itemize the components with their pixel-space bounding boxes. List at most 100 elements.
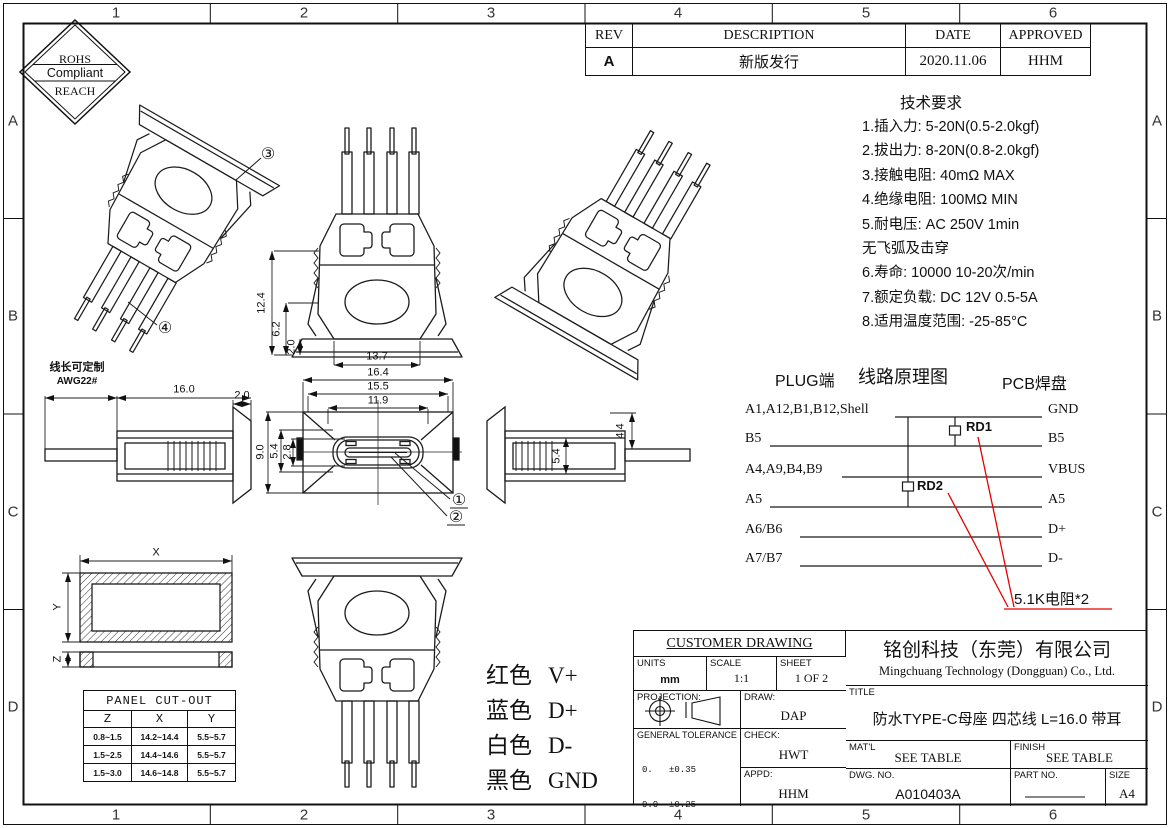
- tech-line: 无飞弧及击穿: [862, 241, 949, 257]
- tech-line: 4.绝缘电阻: 100MΩ MIN: [862, 192, 1018, 208]
- appd-cell: APPD: HHM: [744, 769, 809, 801]
- resistor-label-rd1: RD1: [966, 419, 993, 434]
- table-row: 1.5~3.0 14.6~14.8 5.5~5.7: [83, 763, 236, 782]
- zone-col: 2: [299, 806, 309, 824]
- legend-signal: D+: [548, 698, 578, 723]
- approved-header: APPROVED: [1000, 23, 1091, 48]
- callout-4: ④: [157, 320, 173, 337]
- plug-label: B5: [745, 431, 762, 446]
- zone-col: 1: [111, 806, 121, 824]
- table-row: 0.8~1.5 14.2~14.4 5.5~5.7: [83, 727, 236, 746]
- tech-line: 5.耐电压: AC 250V 1min: [862, 217, 1020, 233]
- date-value: 2020.11.06: [905, 47, 1001, 76]
- callout-3: ③: [260, 146, 276, 163]
- schematic-lines: [770, 416, 1042, 567]
- pcb-label: VBUS: [1048, 462, 1086, 477]
- pcb-label: A5: [1048, 492, 1066, 507]
- title-cell: TITLE 防水TYPE-C母座 四芯线 L=16.0 带耳: [846, 686, 1148, 741]
- tolerance-cell: GENERAL TOLERANCE 0. ±0.35 0.0 ±0.25 0.0…: [634, 729, 741, 810]
- dim-label-6-2: 6.2: [270, 321, 283, 337]
- legend-color: 蓝色: [486, 697, 532, 723]
- zone-row: A: [7, 112, 19, 130]
- tech-line: 3.接触电阻: 40mΩ MAX: [862, 168, 1015, 184]
- material-cell: MAT'L SEE TABLE: [846, 741, 1011, 769]
- tech-line: 2.拔出力: 8-20N(0.8-2.0kgf): [862, 143, 1040, 159]
- zone-row: A: [1151, 112, 1163, 130]
- resistor-leader-lines: [947, 436, 1112, 610]
- dim-label-11-9: 11.9: [367, 394, 389, 407]
- schematic-pcb-header: PCB焊盘: [1002, 376, 1067, 393]
- panel-cutout-table: PANEL CUT-OUT Z X Y 0.8~1.5 14.2~14.4 5.…: [83, 690, 236, 782]
- drawing-title: 防水TYPE-C母座 四芯线 L=16.0 带耳: [872, 711, 1122, 728]
- dim-label-16-0: 16.0: [173, 383, 195, 396]
- rev-header: REV: [585, 23, 633, 48]
- rev-value: A: [585, 47, 633, 76]
- legend-color: 白色: [486, 732, 532, 758]
- zone-col: 1: [111, 4, 121, 22]
- legend-row: 蓝色 D+: [486, 693, 598, 728]
- pcb-label: GND: [1048, 402, 1079, 417]
- tech-line: 7.额定负载: DC 12V 0.5-5A: [862, 290, 1038, 306]
- draw-cell: DRAW: DAP: [741, 691, 846, 729]
- customer-drawing-header: CUSTOMER DRAWING: [634, 631, 846, 657]
- legend-color: 红色: [486, 662, 532, 688]
- title-block: CUSTOMER DRAWING UNITS mm SCALE 1:1 SHEE…: [633, 630, 1148, 810]
- dim-label-9-0: 9.0: [254, 444, 267, 460]
- sheet-cell: SHEET 1 OF 2: [777, 657, 846, 691]
- rohs-badge-line3: REACH: [54, 84, 96, 98]
- dim-label-2-8: 2.8: [281, 444, 294, 460]
- zone-col: 5: [861, 4, 871, 22]
- dim-label-2-0: 2.0: [285, 339, 298, 355]
- tech-line: 6.寿命: 10000 10-20次/min: [862, 265, 1035, 281]
- plug-label: A5: [745, 492, 763, 507]
- approved-value: HHM: [1000, 47, 1091, 76]
- finish-cell: FINISH SEE TABLE: [1011, 741, 1148, 769]
- zone-row: B: [1151, 307, 1163, 325]
- zone-row: C: [1151, 503, 1163, 521]
- scale-cell: SCALE 1:1: [707, 657, 777, 691]
- company-name-en: Mingchuang Technology (Dongguan) Co., Lt…: [878, 664, 1115, 678]
- units-cell: UNITS mm: [634, 657, 707, 691]
- pcb-label: D+: [1048, 522, 1067, 537]
- zone-col: 5: [861, 806, 871, 824]
- schematic-plug-header: PLUG端: [775, 373, 835, 390]
- dim-label-2-0b: 2.0: [234, 389, 250, 402]
- dim-label-12-4: 12.4: [255, 292, 268, 314]
- dim-label-z: Z: [51, 655, 64, 663]
- legend-color: 黑色: [486, 767, 532, 793]
- table-row: 1.5~2.5 14.4~14.6 5.5~5.7: [83, 745, 236, 764]
- company-cell: 铭创科技（东莞）有限公司 Mingchuang Technology (Dong…: [846, 631, 1148, 686]
- callout-1: ①: [451, 492, 467, 509]
- callout-2: ②: [448, 509, 464, 526]
- pcb-label: D-: [1048, 551, 1063, 566]
- panel-col-z: Z: [83, 710, 132, 728]
- dim-label-5-4: 5.4: [268, 443, 281, 459]
- zone-row: B: [7, 307, 19, 325]
- plug-label: A4,A9,B4,B9: [745, 462, 823, 477]
- panel-table-title: PANEL CUT-OUT: [83, 690, 236, 711]
- check-cell: CHECK: HWT: [741, 729, 846, 768]
- zone-col: 6: [1048, 806, 1058, 824]
- plug-label: A6/B6: [745, 522, 783, 537]
- legend-signal: GND: [548, 768, 598, 793]
- schematic-title: 线路原理图: [858, 367, 948, 387]
- projection-symbol: [645, 696, 721, 726]
- zone-col: 2: [299, 4, 309, 22]
- description-value: 新版发行: [632, 47, 906, 76]
- size-cell: SIZE A4: [1109, 770, 1135, 801]
- date-header: DATE: [905, 23, 1001, 48]
- company-name-cn: 铭创科技（东莞）有限公司: [882, 640, 1111, 661]
- dim-label-5-4b: 5.4: [550, 448, 563, 464]
- rohs-badge-line1: ROHS: [58, 52, 92, 66]
- tolerance-values: 0. ±0.35 0.0 ±0.25 0.00 ±0.15 0.° ±4° 0.…: [642, 765, 697, 810]
- tech-line: 8.适用温度范围: -25-85°C: [862, 314, 1028, 330]
- dim-label-y: Y: [51, 603, 64, 611]
- wire-gauge-note: AWG22#: [56, 376, 98, 387]
- rohs-badge-line2: Compliant: [46, 65, 104, 80]
- panel-col-y: Y: [187, 710, 236, 728]
- projection-cell: PROJECTION:: [634, 691, 741, 729]
- part-no-cell: PART NO.: [1011, 769, 1106, 806]
